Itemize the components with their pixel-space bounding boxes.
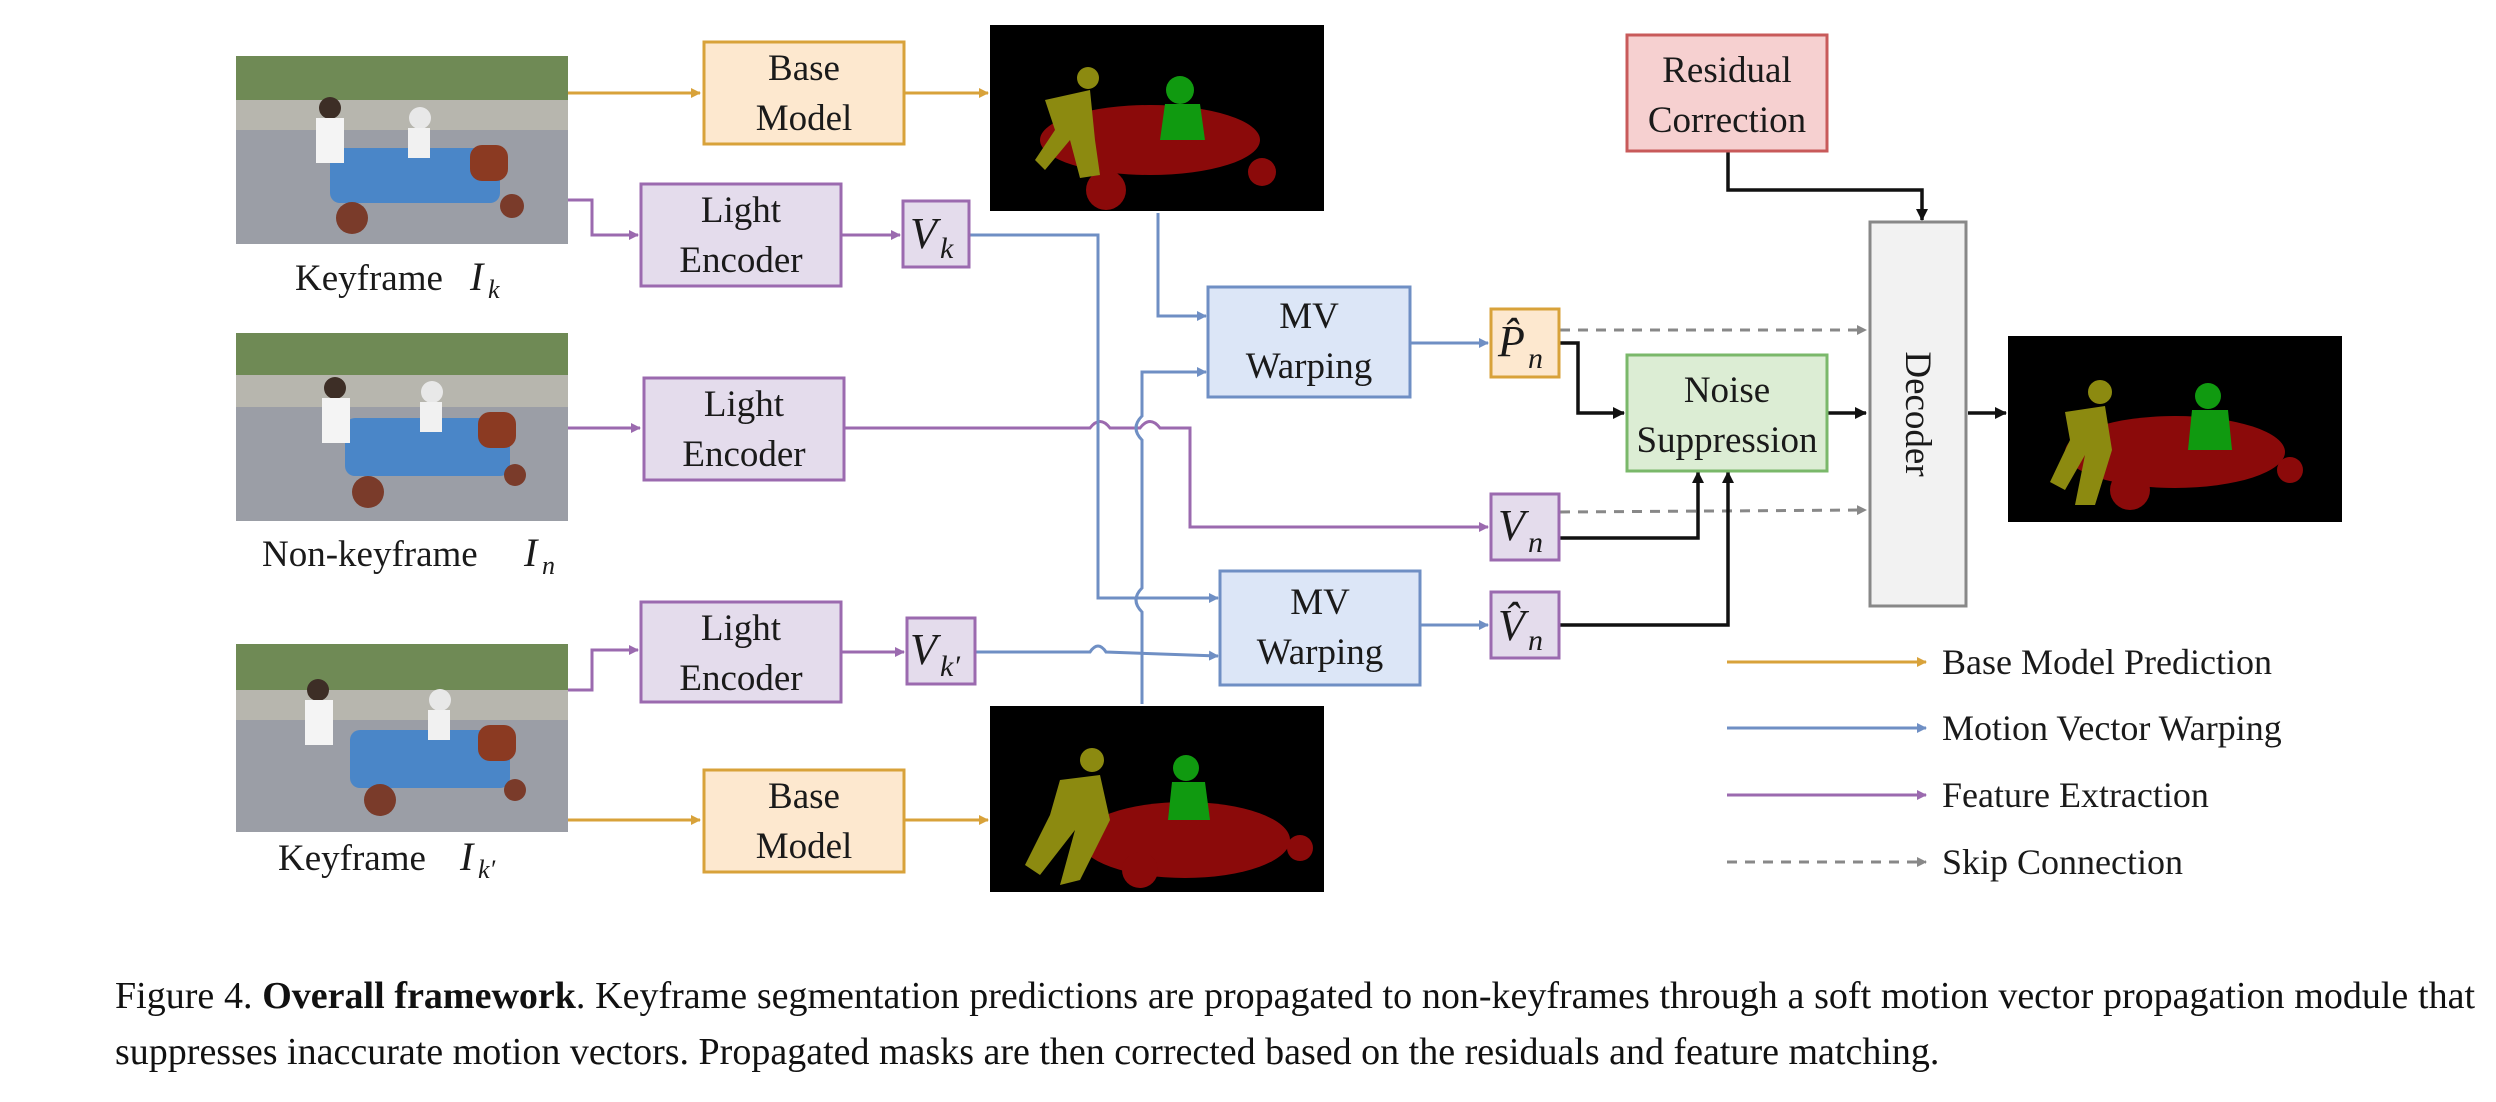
arrow-vk2-to-mv-bottom: [976, 644, 1219, 661]
decoder-label: Decoder: [1897, 351, 1938, 476]
mask-bottom: [990, 706, 1324, 892]
mv-warping-top-line2: Warping: [1246, 346, 1372, 387]
mv-warping-bottom-line2: Warping: [1257, 632, 1383, 673]
arrow-frame-to-encoder-bottom: [568, 645, 639, 692]
arrow-vn-to-noise: [1560, 471, 1704, 540]
figure-caption: Figure 4. Overall framework. Keyframe se…: [115, 968, 2475, 1080]
legend-feature-label: Feature Extraction: [1942, 775, 2209, 815]
legend: Base Model Prediction Motion Vector Warp…: [1727, 642, 2282, 882]
nonkeyframe-photo: [236, 333, 568, 521]
light-encoder-top-box: Light Encoder: [639, 182, 843, 288]
mv-warping-bottom-box: MV Warping: [1218, 569, 1422, 687]
arrow-vk-to-mv-bottom: [970, 233, 1219, 603]
vn-box: V n: [1489, 492, 1561, 562]
base-model-bottom-box: Base Model: [702, 768, 906, 874]
light-encoder-top-line2: Encoder: [679, 240, 802, 281]
caption-text: . Keyframe segmentation predictions are …: [115, 975, 2476, 1073]
noise-suppression-line2: Suppression: [1637, 420, 1818, 461]
base-model-top-line2: Model: [756, 98, 853, 139]
framework-diagram: Keyframe I k Non-keyframe I n Keyframe I…: [236, 25, 2342, 892]
keyframe-k-label: Keyframe I k: [295, 254, 500, 304]
vhat-n-sub: n: [1528, 624, 1543, 657]
vn-var: V: [1498, 501, 1530, 550]
nonkeyframe-text: Non-keyframe: [262, 534, 478, 575]
nonkeyframe-var: I: [523, 530, 539, 575]
skip-vn-to-decoder: [1559, 505, 1867, 516]
arrow-residual-to-decoder: [1726, 152, 1928, 221]
vk-sub: k: [940, 232, 954, 265]
nonkeyframe-sub: n: [542, 551, 555, 580]
mv-warping-bottom-line1: MV: [1290, 582, 1350, 623]
base-model-bottom-line2: Model: [756, 826, 853, 867]
keyframe-k-var: I: [469, 254, 485, 299]
legend-motion-label: Motion Vector Warping: [1942, 708, 2282, 748]
vk-var: V: [910, 209, 942, 258]
keyframe-k-prime-sub: k′: [478, 855, 496, 884]
light-encoder-mid-line2: Encoder: [682, 434, 805, 475]
mv-warping-top-line1: MV: [1279, 296, 1339, 337]
phat-n-sub: n: [1528, 342, 1543, 375]
light-encoder-top-line1: Light: [701, 190, 782, 231]
noise-suppression-line1: Noise: [1684, 370, 1770, 411]
light-encoder-mid-box: Light Encoder: [642, 376, 846, 482]
vk-prime-var: V: [910, 625, 942, 674]
nonkeyframe-label: Non-keyframe I n: [262, 530, 555, 580]
keyframe-k-photo: [236, 56, 568, 244]
keyframe-k-text: Keyframe: [295, 258, 443, 299]
light-encoder-bottom-box: Light Encoder: [639, 600, 843, 704]
vhat-n-box: V̂ n: [1489, 590, 1561, 660]
mask-top: [990, 25, 1324, 211]
mask-output: [2008, 336, 2342, 522]
phat-n-box: P̂ n: [1489, 307, 1561, 379]
light-encoder-mid-line1: Light: [704, 384, 785, 425]
mv-warping-top-box: MV Warping: [1206, 285, 1412, 399]
keyframe-k-prime-var: I: [459, 834, 475, 879]
keyframe-k-sub: k: [488, 275, 500, 304]
vk-prime-box: V k′: [905, 616, 977, 686]
noise-suppression-box: Noise Suppression: [1625, 353, 1829, 473]
keyframe-k-prime-label: Keyframe I k′: [278, 834, 496, 884]
arrow-mask-top-to-mv-top: [1156, 213, 1207, 321]
vk-prime-sub: k′: [940, 650, 960, 683]
keyframe-k-prime-text: Keyframe: [278, 838, 426, 879]
keyframe-k-prime-photo: [236, 644, 568, 832]
vhat-n-var: V̂: [1498, 601, 1530, 650]
light-encoder-bottom-line1: Light: [701, 608, 782, 649]
light-encoder-bottom-line2: Encoder: [679, 658, 802, 699]
legend-base-label: Base Model Prediction: [1942, 642, 2272, 682]
vk-box: V k: [901, 199, 971, 269]
arrow-vhat-to-noise: [1560, 471, 1734, 627]
residual-correction-box: Residual Correction: [1625, 33, 1829, 153]
base-model-top-line1: Base: [768, 48, 840, 89]
legend-skip-label: Skip Connection: [1942, 842, 2183, 882]
arrow-mask-bottom-to-mv-top: [1134, 367, 1207, 704]
arrow-frame-to-encoder-top: [568, 198, 639, 240]
caption-bold: Overall framework: [262, 975, 576, 1017]
vn-sub: n: [1528, 526, 1543, 559]
residual-correction-line2: Correction: [1648, 100, 1806, 141]
decoder-box: Decoder: [1868, 220, 1968, 608]
base-model-top-box: Base Model: [702, 40, 906, 146]
arrow-phat-to-noise: [1560, 341, 1625, 419]
phat-n-var: P̂: [1497, 317, 1525, 366]
caption-prefix: Figure 4.: [115, 975, 253, 1017]
base-model-bottom-line1: Base: [768, 776, 840, 817]
residual-correction-line1: Residual: [1662, 50, 1791, 91]
arrow-encoder-to-vn: [844, 420, 1489, 532]
